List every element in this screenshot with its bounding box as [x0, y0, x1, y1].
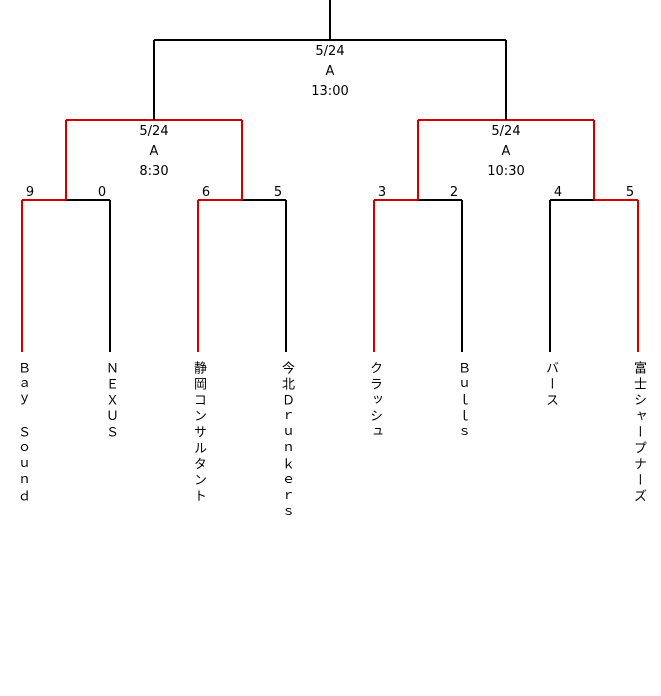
team-fuji: 富士シャープナーズ [631, 361, 646, 505]
semi2-court: A [501, 144, 511, 159]
score-crash: 3 [377, 185, 387, 200]
team-shizuoka: 静岡コンサルタント [191, 361, 206, 505]
team-crash: クラッシュ [367, 361, 382, 441]
semi1-time: 8:30 [139, 164, 169, 179]
final-time: 13:00 [311, 84, 349, 99]
team-bulls: Ｂｕｌｌｓ [455, 361, 470, 441]
semi2-time: 10:30 [487, 164, 525, 179]
score-bulls: 2 [449, 185, 459, 200]
team-bars: バース [543, 361, 558, 409]
team-imakita: 今北Ｄｒｕｎｋｅｒｓ [279, 361, 294, 521]
semi1-date: 5/24 [139, 124, 169, 139]
score-fuji: 5 [625, 185, 635, 200]
final-court: A [325, 64, 335, 79]
score-bars: 4 [553, 185, 563, 200]
semi2-date: 5/24 [491, 124, 521, 139]
final-date: 5/24 [315, 44, 345, 59]
score-shizuoka: 6 [201, 185, 211, 200]
score-bay-sound: 9 [25, 185, 35, 200]
team-nexus: ＮＥＸＵＳ [103, 361, 118, 441]
score-imakita: 5 [273, 185, 283, 200]
team-bay-sound: Ｂａｙ Ｓｏｕｎｄ [15, 361, 30, 505]
semi1-court: A [149, 144, 159, 159]
score-nexus: 0 [97, 185, 107, 200]
